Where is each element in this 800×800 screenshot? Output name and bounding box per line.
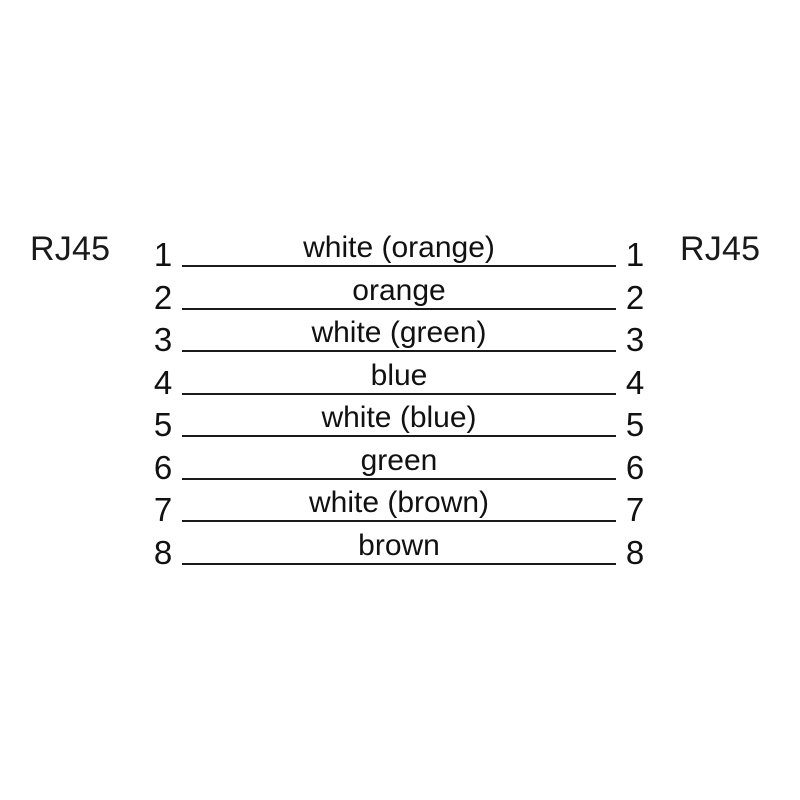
pin-number-right: 5 [625,406,645,443]
pin-number-right: 2 [625,278,645,316]
wire-line [182,265,616,267]
wire-color-label: white (green) [311,316,487,349]
wire-line [182,307,616,310]
pin-number-right: 4 [625,363,645,401]
connector-label-right: RJ45 [680,230,761,268]
pin-number-right: 7 [625,491,645,528]
wire-color-label: blue [370,358,428,392]
wire-color-label: white (orange) [303,231,495,264]
connector-label-left: RJ45 [30,230,111,268]
pin-number-left: 2 [153,278,173,316]
pin-number-left: 8 [153,533,173,571]
pin-number-left: 7 [153,491,173,528]
pin-number-right: 3 [625,321,645,358]
wire-color-label: white (brown) [308,486,490,519]
wire-line [182,435,616,437]
pin-number-left: 6 [153,448,173,486]
wire-line [182,392,616,395]
wire-color-label: green [360,443,438,477]
wire-line [182,520,616,522]
pin-number-right: 6 [625,448,645,486]
pin-number-right: 1 [625,236,645,273]
pin-number-left: 5 [153,406,173,443]
wire-line [182,477,616,480]
pin-number-left: 4 [153,363,173,401]
wire-color-label: brown [358,528,440,562]
wire-line [182,350,616,352]
wire-color-label: white (blue) [321,401,477,434]
wire-color-label: orange [352,273,446,307]
pin-number-left: 1 [153,236,173,273]
pin-number-left: 3 [153,321,173,358]
wire-line [182,562,616,565]
pin-number-right: 8 [625,533,645,571]
